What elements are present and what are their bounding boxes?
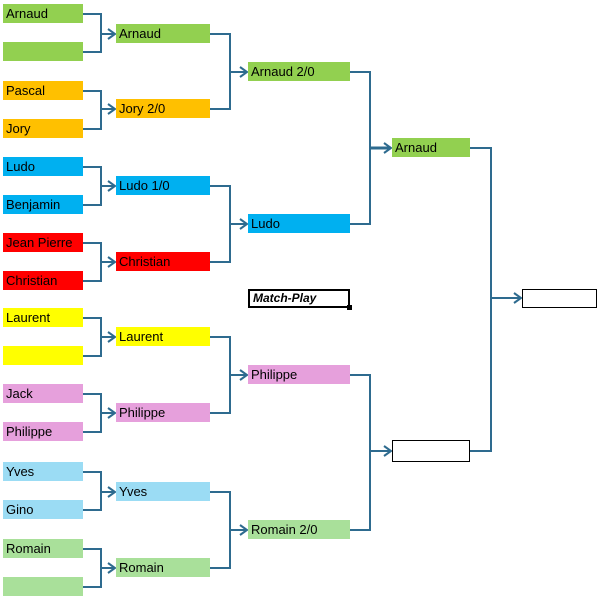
connector-line [83, 471, 102, 511]
player-slot-r1: Arnaud [3, 4, 83, 23]
player-slot-r1 [3, 42, 83, 61]
connector-line [350, 374, 371, 531]
player-slot-r1: Laurent [3, 308, 83, 327]
player-slot-r2: Jory 2/0 [116, 99, 210, 118]
connector-line [210, 185, 231, 263]
connector-line [83, 317, 102, 357]
player-slot-r1: Christian [3, 271, 83, 290]
player-slot-r1: Jory [3, 119, 83, 138]
connector-line [210, 491, 231, 569]
winner-slot [522, 289, 597, 308]
player-slot-r3: Romain 2/0 [248, 520, 350, 539]
player-slot-r1: Benjamin [3, 195, 83, 214]
player-slot-r1: Pascal [3, 81, 83, 100]
arrow-head-icon [107, 103, 117, 115]
arrow-head-icon [239, 524, 249, 536]
player-slot-r3: Ludo [248, 214, 350, 233]
arrow-head-icon [513, 292, 523, 304]
player-slot-r1: Jack [3, 384, 83, 403]
player-slot-r1 [3, 346, 83, 365]
player-slot-r1: Romain [3, 539, 83, 558]
player-slot-r3: Philippe [248, 365, 350, 384]
arrow-head-icon [107, 180, 117, 192]
arrow-head-icon [239, 369, 249, 381]
arrow-head-icon [239, 218, 249, 230]
player-slot-r2: Laurent [116, 327, 210, 346]
connector-line [350, 71, 371, 225]
arrow-head-icon [107, 331, 117, 343]
match-play-label: Match-Play [248, 289, 352, 310]
arrow-head-icon [383, 445, 393, 457]
connector-line [210, 33, 231, 110]
arrow-head-icon [107, 407, 117, 419]
player-slot-r1: Jean Pierre [3, 233, 83, 252]
arrow-head-icon [107, 256, 117, 268]
player-slot-r2: Romain [116, 558, 210, 577]
player-slot-r1: Ludo [3, 157, 83, 176]
connector-line [83, 13, 102, 53]
player-slot-r1 [3, 577, 83, 596]
player-slot-r2: Philippe [116, 403, 210, 422]
arrow-head-icon [107, 562, 117, 574]
player-slot-r1: Gino [3, 500, 83, 519]
arrow-head-icon [107, 28, 117, 40]
player-slot-r1: Philippe [3, 422, 83, 441]
player-slot-semifinal [392, 440, 470, 462]
connector-line [83, 242, 102, 282]
arrow-head-icon [107, 486, 117, 498]
player-slot-r2: Arnaud [116, 24, 210, 43]
arrow-head-icon [239, 66, 249, 78]
connector-line [83, 90, 102, 130]
connector-line [210, 336, 231, 414]
connector-line [83, 393, 102, 433]
player-slot-r3: Arnaud 2/0 [248, 62, 350, 81]
player-slot-r2: Ludo 1/0 [116, 176, 210, 195]
player-slot-r2: Yves [116, 482, 210, 501]
player-slot-r2: Christian [116, 252, 210, 271]
arrow-head-icon [383, 142, 393, 154]
connector-line [83, 548, 102, 588]
connector-line [470, 147, 492, 452]
player-slot-semifinal: Arnaud [392, 138, 470, 157]
connector-line [83, 166, 102, 206]
player-slot-r1: Yves [3, 462, 83, 481]
